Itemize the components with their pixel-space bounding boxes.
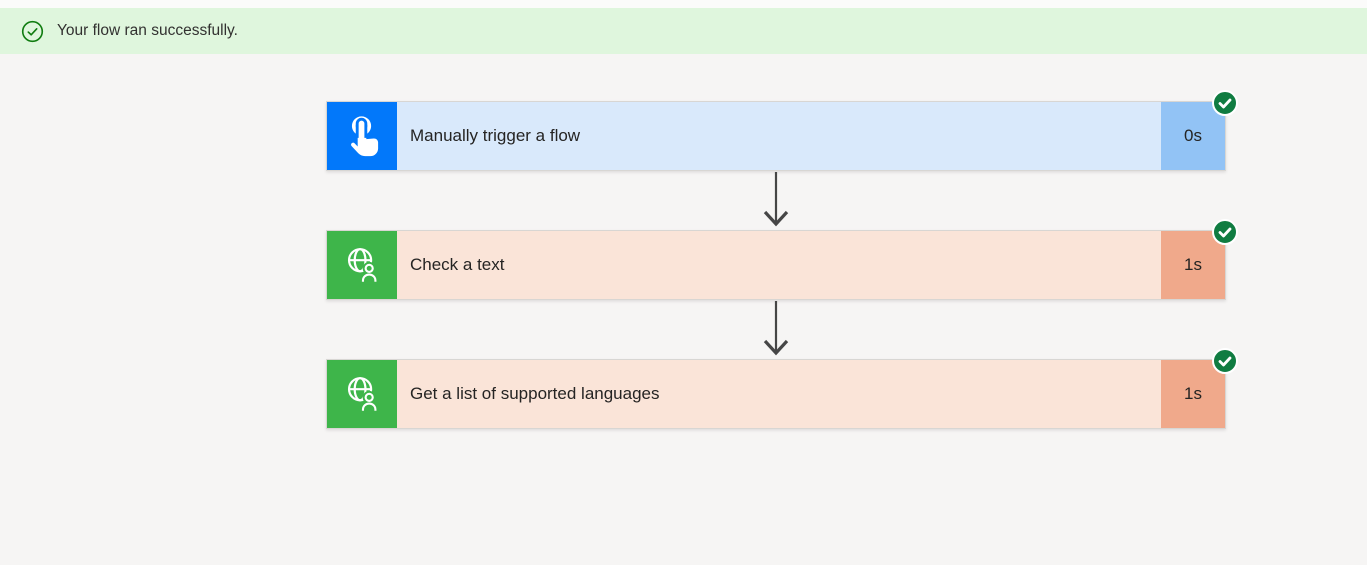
manual-trigger-touch-icon [327,102,397,170]
step-duration: 1s [1161,360,1225,428]
flow-step-manually-trigger[interactable]: Manually trigger a flow 0s [326,90,1238,171]
step-title: Manually trigger a flow [397,102,1161,170]
top-strip [0,0,1367,8]
step-duration: 0s [1161,102,1225,170]
step-title: Check a text [397,231,1161,299]
connector-arrow-down-icon [760,172,792,229]
flow-run-success-banner: Your flow ran successfully. [0,8,1367,54]
banner-message: Your flow ran successfully. [57,22,238,39]
flow-step-get-supported-languages[interactable]: Get a list of supported languages 1s [326,348,1238,429]
translator-globe-person-icon [327,360,397,428]
success-badge-icon [1212,348,1238,374]
checkmark-circle-icon [21,20,44,43]
connector-arrow-down-icon [760,301,792,358]
flow-step-check-a-text[interactable]: Check a text 1s [326,219,1238,300]
success-badge-icon [1212,90,1238,116]
success-badge-icon [1212,219,1238,245]
step-duration: 1s [1161,231,1225,299]
step-title: Get a list of supported languages [397,360,1161,428]
translator-globe-person-icon [327,231,397,299]
